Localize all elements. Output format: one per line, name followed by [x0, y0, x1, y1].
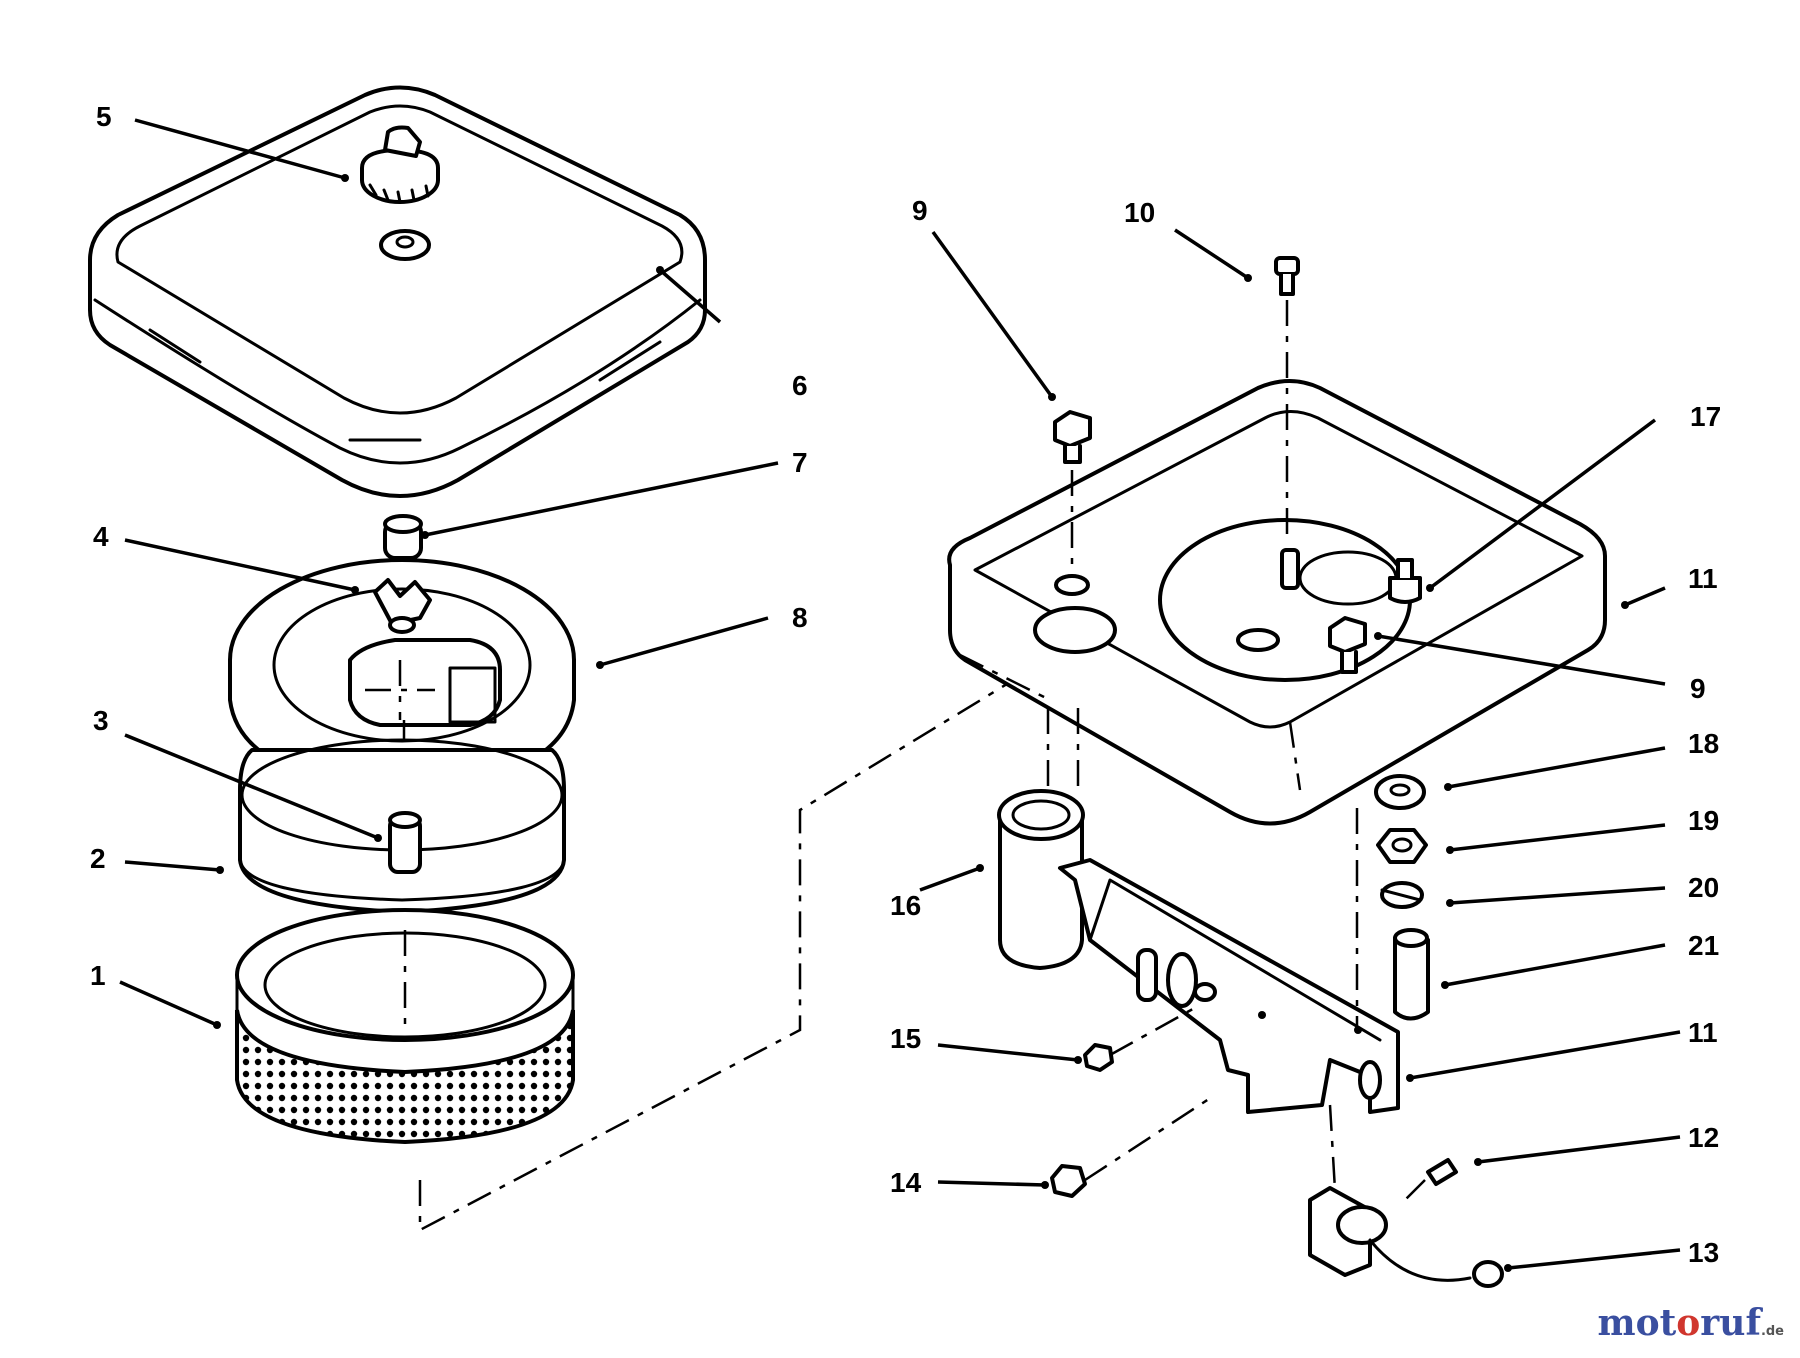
knob-part-5: [360, 125, 440, 261]
nut-part-20: [1376, 828, 1428, 864]
callout-8: 8: [792, 602, 808, 633]
callout-15: 14: [890, 1167, 922, 1198]
watermark-tld: .de: [1760, 1324, 1784, 1339]
callout-numbers: 5 6 7 4 8 3 2 1 9 10 17 11 9 18 19 20 21…: [90, 101, 1721, 1268]
callout-2: 2: [90, 843, 106, 874]
nut-part-16: [1083, 1043, 1114, 1072]
callout-11: 11: [1688, 563, 1718, 594]
watermark-part-3: ruf: [1700, 1302, 1761, 1344]
clamp-part-21: [1380, 881, 1424, 909]
stud-part-18: [1280, 548, 1422, 604]
callout-leaders: [119, 118, 1681, 1272]
watermark-logo: motoruf.de: [1598, 1302, 1784, 1344]
callout-9-upper: 9: [912, 195, 928, 226]
callout-5: 5: [96, 101, 112, 132]
callout-20: 19: [1688, 805, 1719, 836]
callout-3: 3: [93, 705, 109, 736]
nut-part-15: [1050, 1164, 1087, 1198]
bolt-part-9-upper: [1053, 410, 1092, 575]
spacer-part-7: [383, 514, 423, 560]
cover-part-6: [88, 85, 707, 498]
base-part-11: [947, 379, 1607, 826]
callout-22: 21: [1688, 930, 1719, 961]
switch-part-14: [1308, 1186, 1504, 1288]
tube-part-17: [997, 708, 1085, 970]
callout-1: 1: [90, 960, 106, 991]
screw-part-10: [1274, 256, 1300, 540]
callout-18: 17: [1690, 401, 1721, 432]
callout-21: 20: [1688, 872, 1719, 903]
bolt-part-9-lower: [1328, 616, 1367, 674]
callout-7: 7: [792, 447, 808, 478]
callout-17: 16: [890, 890, 921, 921]
callout-6: 6: [792, 370, 808, 401]
callout-16: 15: [890, 1023, 921, 1054]
washer-part-19: [1374, 774, 1426, 810]
bracket-part-12: [1058, 808, 1400, 1191]
callout-14: 13: [1688, 1237, 1719, 1268]
callout-4: 4: [93, 521, 109, 552]
callout-12: 11: [1688, 1017, 1718, 1048]
callout-19: 18: [1688, 728, 1719, 759]
hose-part-22: [1393, 928, 1430, 1021]
callout-13: 12: [1688, 1122, 1719, 1153]
watermark-part-1: mot: [1597, 1302, 1677, 1344]
watermark-part-2: o: [1676, 1302, 1701, 1344]
callout-9-lower: 9: [1690, 673, 1706, 704]
filter-part-1: [235, 908, 575, 1145]
wing-nut-part-4: [373, 578, 432, 634]
callout-10: 10: [1124, 197, 1155, 228]
screw-part-13: [1399, 1158, 1458, 1206]
spacer-part-3: [388, 811, 422, 874]
